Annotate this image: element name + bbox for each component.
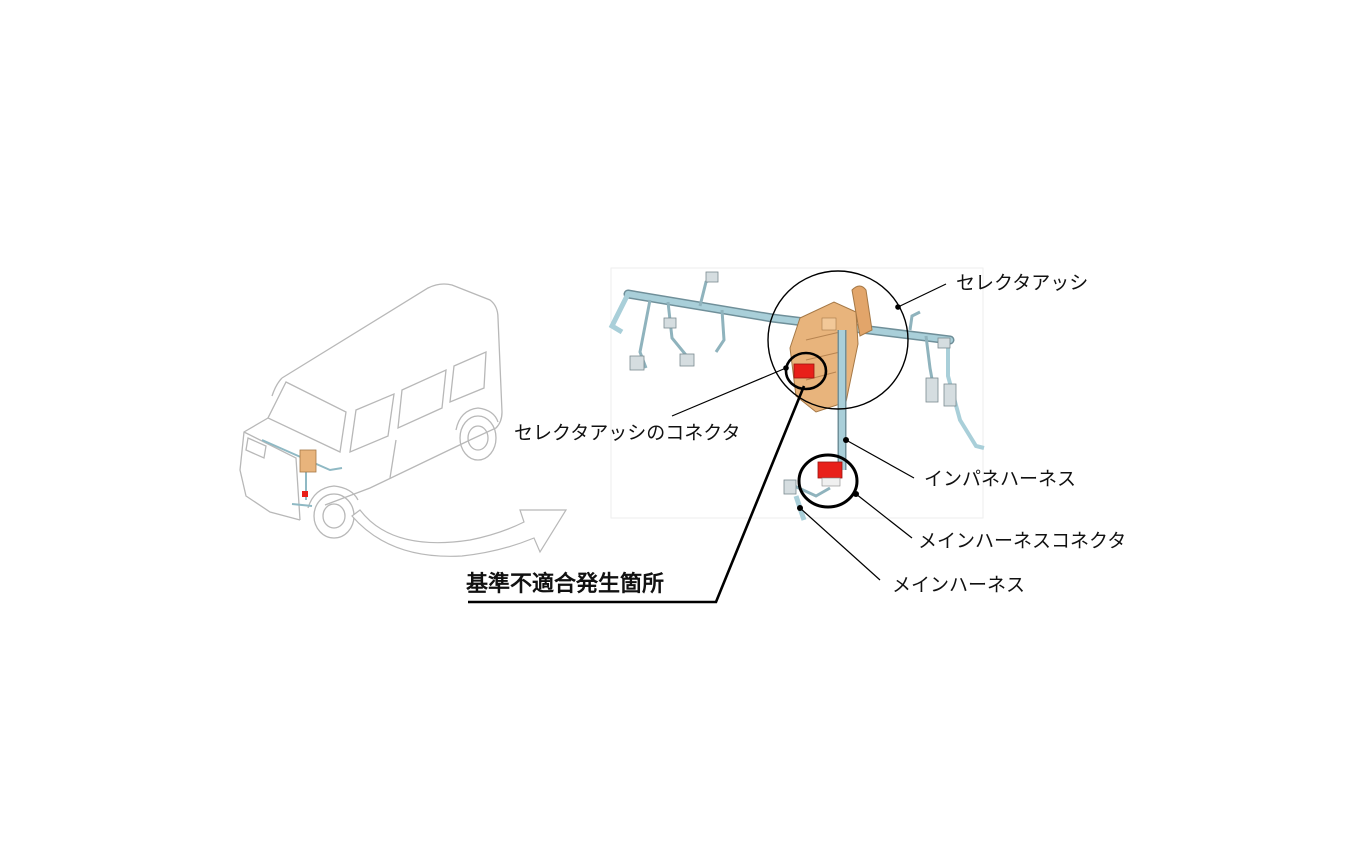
selector-connector-circle <box>784 351 828 391</box>
selector-assy-circle <box>767 270 909 410</box>
van-harness <box>261 439 343 507</box>
label-main-harness: メインハーネス <box>892 574 1026 596</box>
label-nonconformity-location: 基準不適合発生箇所 <box>466 572 665 597</box>
callouts <box>468 270 947 604</box>
label-main-harness-connector: メインハーネスコネクタ <box>918 530 1127 552</box>
label-selector-connector: セレクタアッシのコネクタ <box>514 422 741 444</box>
leader-dots <box>783 304 901 511</box>
zoom-arrow <box>351 509 568 557</box>
label-selector-assy: セレクタアッシ <box>956 272 1089 294</box>
main-harness-connector-circle <box>797 453 859 509</box>
label-instrument-panel-harness: インパネハーネス <box>924 468 1077 490</box>
van-illustration <box>239 283 503 539</box>
